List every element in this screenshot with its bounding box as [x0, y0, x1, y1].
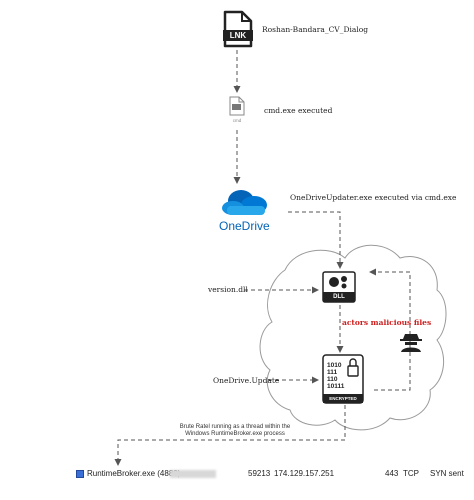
encrypted-label: OneDrive.Update: [213, 376, 280, 385]
cmd-node: cmd: [229, 96, 245, 124]
cmd-file-icon: [229, 96, 245, 116]
lnk-badge: LNK: [229, 31, 247, 40]
actors-label: actors malicious files: [342, 318, 432, 327]
local-port: 59213: [248, 469, 271, 478]
redacted-address: [170, 470, 216, 478]
remote-port: 443: [385, 469, 399, 478]
onedrive-wordmark: OneDrive: [219, 219, 270, 233]
lnk-node: LNK: [222, 10, 254, 48]
brute-ratel-note: Brute Ratel running as a thread within t…: [150, 424, 320, 438]
dll-badge: DLL: [333, 294, 345, 300]
brute-ratel-line-2: Windows RuntimeBroker.exe process: [185, 431, 285, 437]
cloud-outline: [259, 244, 447, 431]
encrypted-file-icon: [322, 354, 364, 404]
encrypted-bits-3: 110: [327, 376, 338, 383]
onedrive-cloud-icon: [222, 190, 267, 215]
lnk-label: Roshan-Bandara_CV_Dialog: [262, 25, 369, 34]
cmd-label: cmd.exe executed: [264, 106, 333, 115]
brute-ratel-line-1: Brute Ratel running as a thread within t…: [179, 424, 291, 430]
remote-ip: 174.129.157.251: [274, 469, 335, 478]
cmd-caption: cmd: [232, 118, 242, 123]
dll-node: DLL: [322, 271, 356, 303]
lnk-file-icon: [223, 10, 253, 48]
encrypted-node: 1010 111 110 10111 ENCRYPTED: [322, 354, 364, 404]
dll-label: version.dll: [208, 285, 248, 294]
process-icon: [76, 470, 84, 478]
encrypted-bits-4: 10111: [327, 383, 345, 390]
process-name: RuntimeBroker.exe (4880): [87, 469, 181, 478]
dll-icon: [322, 271, 356, 303]
process-row[interactable]: RuntimeBroker.exe (4880) 59213 174.129.1…: [74, 467, 469, 481]
encrypted-bits-1: 1010: [327, 362, 342, 369]
protocol: TCP: [403, 469, 419, 478]
hacker-node: [399, 333, 423, 353]
connection-state: SYN sent: [430, 469, 464, 478]
onedrive-node: OneDrive: [215, 186, 275, 236]
onedrive-label: OneDriveUpdater.exe executed via cmd.exe: [290, 193, 457, 202]
encrypted-badge: ENCRYPTED: [329, 396, 357, 401]
hacker-icon: [400, 334, 422, 352]
encrypted-bits-2: 111: [327, 369, 338, 376]
